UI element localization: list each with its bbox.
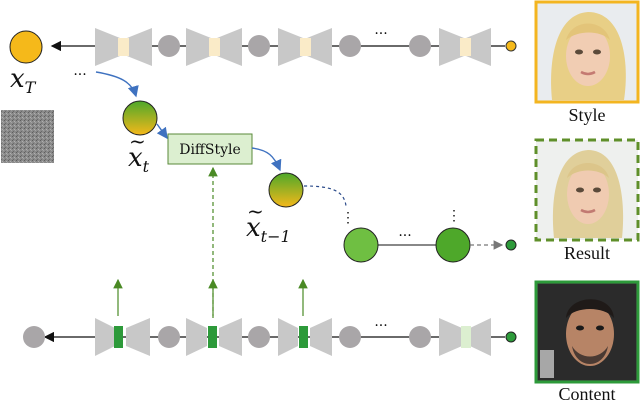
x-t-tilde: ~: [129, 129, 146, 153]
result-end-node: [505, 239, 517, 251]
bottom-unet-block-2: [186, 318, 242, 356]
top-ellipsis: ...: [374, 22, 387, 38]
diffstyle-box: DiffStyle: [167, 133, 253, 165]
bottom-unet-block-4: [439, 318, 491, 356]
left-ellipsis: ...: [73, 63, 86, 79]
top-row: ...: [50, 22, 517, 66]
bottom-ellipsis: ...: [374, 314, 387, 330]
diffstyle-label: DiffStyle: [179, 142, 241, 158]
top-gray-node-3: [339, 35, 361, 57]
content-label: Content: [558, 384, 616, 404]
bottom-row: ...: [23, 278, 517, 356]
noise-image: [1, 110, 54, 163]
dashed-curve: [303, 185, 347, 207]
bottom-gray-node-0: [23, 326, 45, 348]
x-t-label: xt: [128, 143, 150, 176]
x-t-subscript: t: [143, 157, 150, 176]
vertical-ellipsis-1: ⋮: [341, 210, 355, 226]
green-node-2: [435, 227, 471, 263]
x-T-subscript: T: [25, 78, 37, 97]
top-unet-block-4: [439, 28, 491, 66]
bottom-start-node: [505, 331, 517, 343]
x-t1-subscript: t−1: [261, 227, 291, 246]
x-t1-node: [268, 172, 304, 208]
vertical-ellipsis-2: ⋮: [447, 208, 461, 224]
top-unet-block-2: [186, 28, 242, 66]
blue-arrow-to-xt: [95, 71, 139, 98]
x-t-node: [122, 100, 158, 136]
bottom-gray-node-1: [158, 326, 180, 348]
xt-to-diffstyle-arrow: [156, 123, 168, 140]
top-gray-node-4: [409, 35, 431, 57]
top-gray-node-1: [158, 35, 180, 57]
result-image: [534, 138, 640, 242]
top-gray-node-2: [248, 35, 270, 57]
x-T-node: [9, 30, 43, 64]
green-node-1: [343, 227, 379, 263]
bottom-unet-block-1: [95, 318, 150, 356]
style-image: [534, 0, 640, 104]
top-start-node: [505, 40, 517, 52]
x-T-label: xT: [10, 64, 37, 97]
x-t1-tilde: ~: [247, 199, 264, 223]
mid-ellipsis: ...: [398, 224, 411, 240]
result-label: Result: [563, 243, 610, 263]
top-unet-block-3: [278, 28, 332, 66]
x-t1-label: xt−1: [246, 213, 291, 246]
style-label: Style: [568, 105, 606, 125]
content-image: [534, 280, 640, 384]
bottom-gray-node-2: [248, 326, 270, 348]
diffstyle-to-xt1-arrow: [251, 147, 282, 172]
bottom-unet-block-3: [278, 318, 332, 356]
top-unet-block-1: [95, 28, 152, 66]
bottom-gray-node-3: [339, 326, 361, 348]
bottom-gray-node-4: [409, 326, 431, 348]
